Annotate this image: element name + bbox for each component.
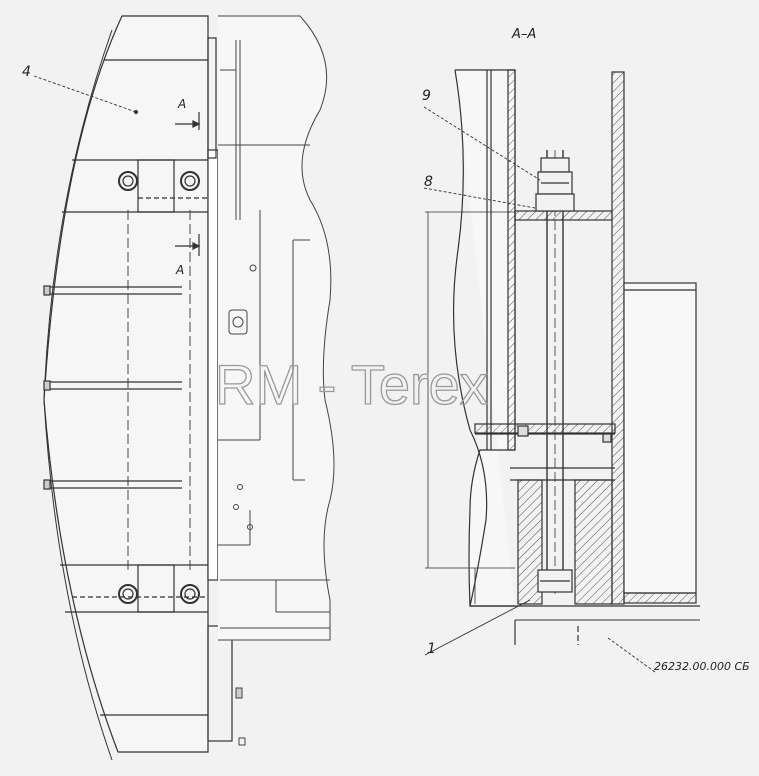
section-mark-top: A <box>177 97 186 111</box>
section-title: A–A <box>511 27 536 42</box>
left-view-background <box>218 15 335 746</box>
drawing-number: 26232.00.000 СБ <box>654 660 750 673</box>
callout-4: 4 <box>22 64 31 80</box>
left-view <box>43 15 233 761</box>
callout-8: 8 <box>424 174 433 190</box>
section-view <box>425 69 700 645</box>
section-mark-bottom: A <box>175 263 184 277</box>
callout-1: 1 <box>427 641 436 657</box>
labels: A–A A A 4 9 8 1 26232.00.000 СБ <box>22 27 750 673</box>
callout-9: 9 <box>422 88 431 104</box>
leaders <box>33 75 656 673</box>
watermark: RM - Terex <box>215 353 488 416</box>
